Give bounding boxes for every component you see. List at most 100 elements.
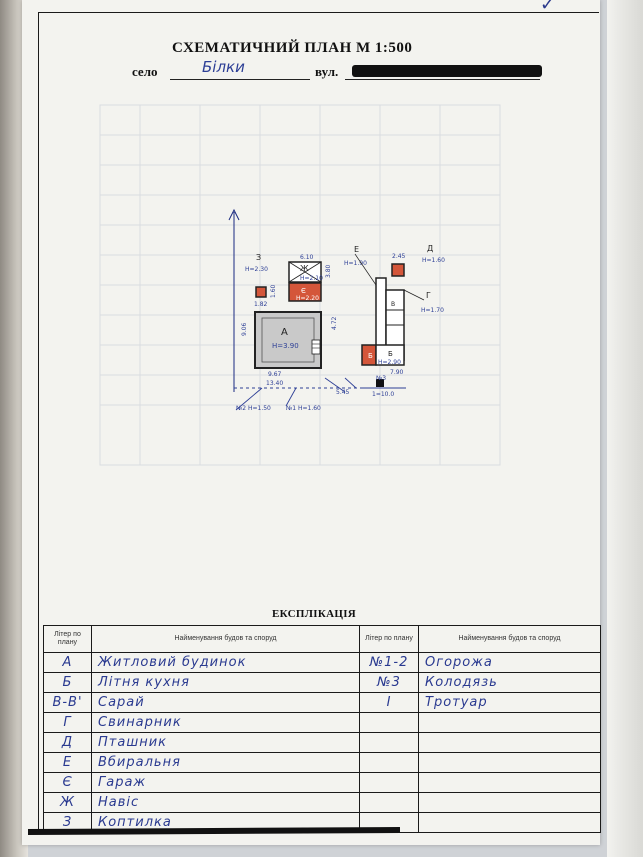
row-letter: Е <box>43 752 92 773</box>
row-name: Навіс <box>91 792 360 813</box>
building-a-dim-right: 4.72 <box>331 316 338 330</box>
building-e-letter: Е <box>354 245 359 254</box>
well-icon <box>376 379 384 387</box>
table-row: В-В' Сарай I Тротуар <box>43 692 601 713</box>
table-row: Б Літня кухня №3 Колодязь <box>43 672 601 693</box>
building-a-height: H=3.90 <box>272 342 299 350</box>
row-name: Гараж <box>91 772 360 793</box>
building-e-height: H=1.90 <box>344 260 367 267</box>
fence-dim-5-45: 5.45 <box>336 389 350 396</box>
building-ye-height: H=2.20 <box>296 295 319 302</box>
building-b-letter-left: Б <box>368 352 373 360</box>
row-name: Свинарник <box>91 712 360 733</box>
row-letter: Г <box>43 712 92 733</box>
building-zh-dim-side: 3.80 <box>325 264 332 278</box>
row-name: Житловий будинок <box>91 652 360 673</box>
row-letter: Д <box>43 732 92 753</box>
row-name-right <box>418 812 601 833</box>
building-z-dim: 1.82 <box>254 301 268 308</box>
building-z-dim-side: 1.60 <box>270 284 277 298</box>
row-letter-right: I <box>359 692 419 713</box>
north-arrow-icon <box>228 208 240 221</box>
row-name-right <box>418 772 601 793</box>
row-name-right <box>418 732 601 753</box>
building-g-letter: Г <box>426 291 431 300</box>
row-letter: А <box>43 652 92 673</box>
table-row: А Житловий будинок №1-2 Огорожа <box>43 652 601 673</box>
header-name-right: Найменування будов та споруд <box>418 625 601 653</box>
row-name-right <box>418 752 601 773</box>
building-z-letter: З <box>256 253 261 262</box>
row-name: Вбиральня <box>91 752 360 773</box>
header-name-left: Найменування будов та споруд <box>91 625 360 653</box>
redacted-street <box>352 65 542 77</box>
row-letter-right <box>359 752 419 773</box>
building-d-dim: 2.45 <box>392 253 406 260</box>
building-right-group: Е H=1.90 Д H=1.60 2.45 Г H=1.70 В Б Б H=… <box>344 244 445 376</box>
building-zh-ye: Ж H=2.10 6.10 Є H=2.20 3.80 <box>288 254 332 302</box>
page-frame <box>38 12 599 833</box>
building-a-letter: А <box>281 327 288 338</box>
explication-table: Літер по плану Найменування будов та спо… <box>43 625 601 833</box>
row-letter: Б <box>43 672 92 693</box>
table-row: Е Вбиральня <box>43 752 601 773</box>
header-letter-left: Літер по плану <box>43 625 92 653</box>
row-name-right: Огорожа <box>418 652 601 673</box>
table-row: Є Гараж <box>43 772 601 793</box>
show-through-grid <box>99 104 501 466</box>
page-title: СХЕМАТИЧНИЙ ПЛАН М 1:500 <box>172 40 413 56</box>
building-zh-letter: Ж <box>300 264 309 273</box>
row-name-right <box>418 792 601 813</box>
address-row: село Білки вул. <box>120 58 542 83</box>
building-a-dim-side: 9.06 <box>241 322 248 336</box>
table-row: Д Пташник <box>43 732 601 753</box>
row-letter: Ж <box>43 792 92 813</box>
fence-lines <box>234 377 406 411</box>
fence-label-2: №2 H=1.50 <box>236 405 271 412</box>
sidewalk-label: 1=10.0 <box>372 391 394 398</box>
building-b-dim: 7.90 <box>390 369 404 376</box>
well-label: №3 <box>376 375 386 382</box>
village-value: Білки <box>202 58 245 76</box>
building-v-letter: В <box>391 301 395 308</box>
row-letter: Є <box>43 772 92 793</box>
fence-dim-13-40: 13.40 <box>266 380 283 387</box>
building-ye-letter: Є <box>301 287 306 295</box>
building-z: З H=2.30 1.82 1.60 <box>245 253 277 308</box>
building-zh-dim: 6.10 <box>300 254 314 261</box>
row-letter: В-В' <box>43 692 92 713</box>
row-letter-right: №1-2 <box>359 652 419 673</box>
building-z-height: H=2.30 <box>245 266 268 273</box>
row-name: Літня кухня <box>91 672 360 693</box>
building-d-height: H=1.60 <box>422 257 445 264</box>
village-underline <box>170 79 310 80</box>
table-row: Ж Навіс <box>43 792 601 813</box>
row-letter-right <box>359 772 419 793</box>
building-zh-height: H=2.10 <box>300 275 323 282</box>
building-b-height: H=2.90 <box>378 359 401 366</box>
row-letter-right <box>359 792 419 813</box>
building-g-height: H=1.70 <box>421 307 444 314</box>
explication-title: ЕКСПЛІКАЦІЯ <box>272 608 357 620</box>
row-name-right: Колодязь <box>418 672 601 693</box>
building-a-dim-bottom: 9.67 <box>268 371 282 378</box>
row-name-right: Тротуар <box>418 692 601 713</box>
row-letter-right: №3 <box>359 672 419 693</box>
row-name: Пташник <box>91 732 360 753</box>
row-letter-right <box>359 712 419 733</box>
row-letter-right <box>359 732 419 753</box>
building-d-letter: Д <box>427 244 433 253</box>
street-label: вул. <box>315 64 339 79</box>
street-underline <box>345 79 540 80</box>
row-name: Сарай <box>91 692 360 713</box>
table-row: Г Свинарник <box>43 712 601 733</box>
explication-header-row: Літер по плану Найменування будов та спо… <box>43 625 601 653</box>
check-mark-icon: ✓ <box>540 0 556 15</box>
building-a: А H=3.90 9.06 9.67 4.72 <box>241 311 338 378</box>
row-name-right <box>418 712 601 733</box>
village-label: село <box>132 64 158 79</box>
header-letter-right: Літер по плану <box>359 625 419 653</box>
building-b-letter: Б <box>388 350 393 358</box>
paper-stack-right <box>607 0 643 857</box>
